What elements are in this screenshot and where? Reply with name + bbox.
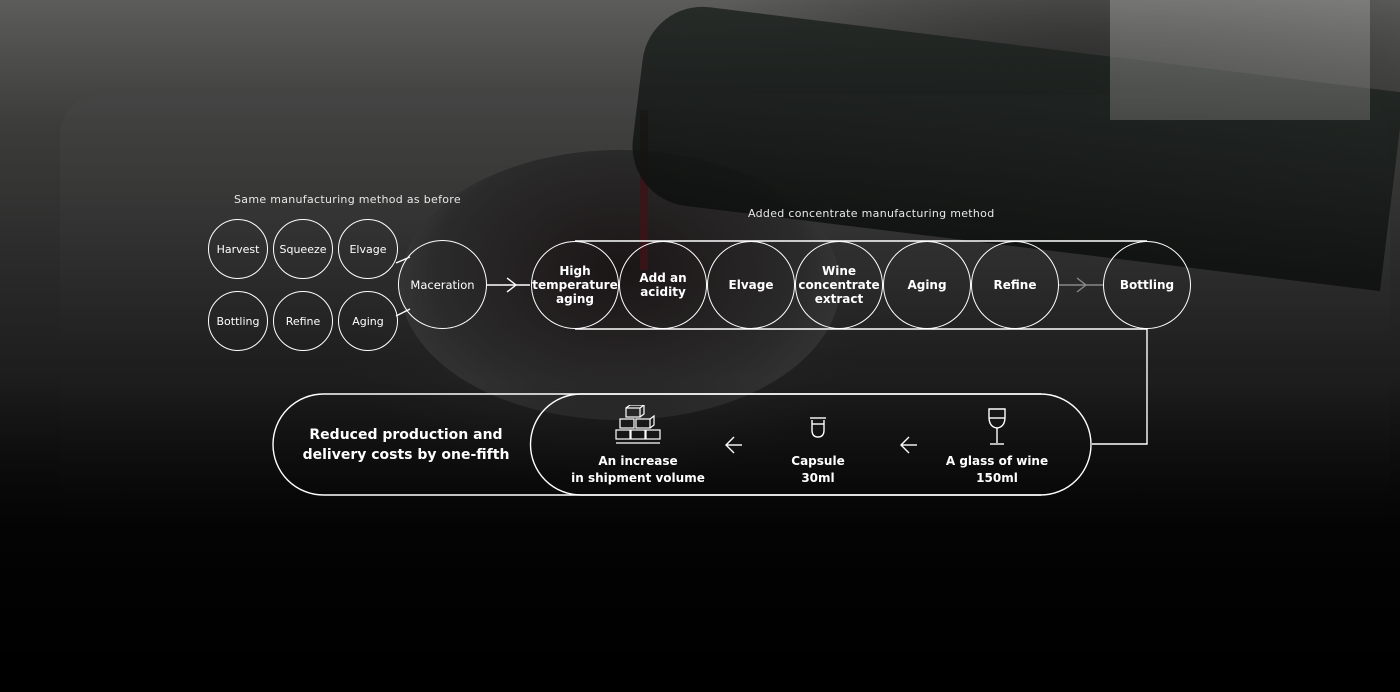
stacked-boxes-icon: [615, 405, 661, 444]
step-squeeze: Squeeze: [273, 219, 333, 279]
arrow-head-right-2: [1076, 277, 1088, 293]
arrow-head-left-2: [900, 436, 910, 454]
step-high-temperature-aging: High temperature aging: [531, 241, 619, 329]
step-aging-left: Aging: [338, 291, 398, 351]
left-heading: Same manufacturing method as before: [234, 193, 461, 206]
step-maceration: Maceration: [398, 240, 487, 329]
result-inner-pill: [529, 393, 1041, 496]
step-harvest: Harvest: [208, 219, 268, 279]
step-aging-right: Aging: [883, 241, 971, 329]
wine-stream-shape: [640, 110, 648, 270]
bottle-label-shape: [1110, 0, 1370, 120]
step-add-acidity: Add an acidity: [619, 241, 707, 329]
right-heading: Added concentrate manufacturing method: [748, 207, 995, 220]
arrow-head-left-1: [725, 436, 735, 454]
wine-glass-icon: [988, 408, 1006, 445]
bottom-fade: [0, 380, 1400, 692]
result-summary: Reduced production and delivery costs by…: [302, 427, 510, 463]
result-item-capsule: Capsule 30ml: [791, 454, 845, 485]
step-elvage-right: Elvage: [707, 241, 795, 329]
step-bottling-right: Bottling: [1103, 241, 1191, 329]
result-item-shipment: An increase in shipment volume: [571, 454, 705, 485]
connector-bottling-to-result: [1092, 329, 1148, 445]
step-refine-left: Refine: [273, 291, 333, 351]
arrow-head-right-1: [506, 277, 518, 293]
step-elvage-left: Elvage: [338, 219, 398, 279]
step-wine-concentrate-extract: Wine concentrate extract: [795, 241, 883, 329]
step-refine-right: Refine: [971, 241, 1059, 329]
result-item-wine-glass: A glass of wine 150ml: [945, 454, 1049, 485]
step-bottling-left: Bottling: [208, 291, 268, 351]
capsule-icon: [810, 417, 826, 438]
